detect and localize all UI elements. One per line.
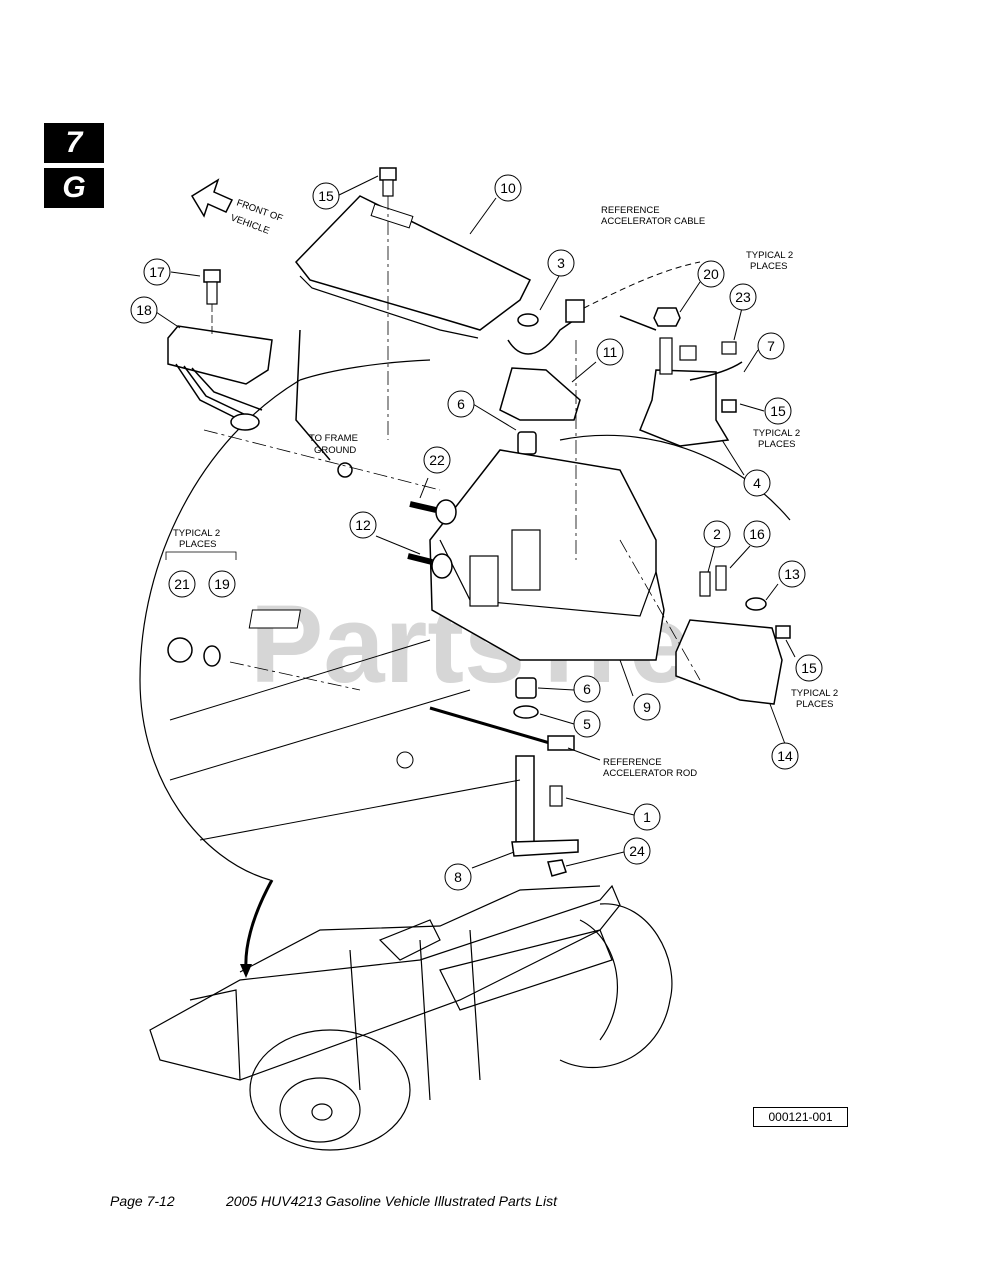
callout: 1 — [633, 803, 661, 831]
callout-number: 11 — [603, 344, 618, 360]
callout: 20 — [697, 260, 725, 288]
callout: 5 — [573, 710, 601, 738]
frame-ground-label: TO FRAME — [309, 433, 358, 444]
callout: 2 — [703, 520, 731, 548]
callout: 15 — [795, 654, 823, 682]
page-number: Page 7-12 — [110, 1193, 175, 1209]
callout: 17 — [143, 258, 171, 286]
callout-number: 23 — [735, 289, 751, 305]
document-title: 2005 HUV4213 Gasoline Vehicle Illustrate… — [226, 1193, 557, 1209]
callout: 18 — [130, 296, 158, 324]
callout-number: 21 — [174, 576, 190, 592]
callout: 9 — [633, 693, 661, 721]
sensor-part — [499, 367, 581, 421]
figure-number: 000121-001 — [753, 1107, 848, 1127]
typical-left-label: TYPICAL 2 — [173, 528, 220, 539]
reference-cable-label: REFERENCE — [601, 205, 660, 216]
callout-number: 2 — [713, 526, 721, 542]
tray-part — [429, 449, 665, 661]
detail-arrow — [244, 879, 274, 969]
chapter-tab: 7 — [44, 123, 104, 163]
reference-rod-label: REFERENCE — [603, 757, 662, 768]
callout-number: 16 — [749, 526, 765, 542]
callout-number: 20 — [703, 266, 719, 282]
callout-number: 15 — [770, 403, 786, 419]
callout: 6 — [447, 390, 475, 418]
typical-left-label: PLACES — [179, 539, 217, 550]
callout-number: 6 — [583, 681, 591, 697]
chapter-number: 7 — [65, 126, 83, 159]
typical-bottom-label: PLACES — [796, 699, 834, 710]
vehicle-chassis — [149, 884, 673, 1151]
callout-number: 12 — [355, 517, 371, 533]
callout-number: 10 — [500, 180, 516, 196]
typical-right-label: PLACES — [758, 439, 796, 450]
callout: 3 — [547, 249, 575, 277]
section-tab: G — [44, 168, 104, 208]
solenoid-part — [639, 369, 730, 447]
callout-number: 8 — [454, 869, 462, 885]
typical-bottom-label: TYPICAL 2 — [791, 688, 838, 699]
callout: 16 — [743, 520, 771, 548]
callout: 6 — [573, 675, 601, 703]
section-letter: G — [62, 171, 86, 204]
detail-circle-right — [559, 434, 791, 521]
callout-number: 3 — [557, 255, 565, 271]
callout-number: 14 — [777, 748, 793, 764]
callout: 7 — [757, 332, 785, 360]
callout-number: 15 — [318, 188, 334, 204]
typical-right-label: TYPICAL 2 — [753, 428, 800, 439]
typical-top-label: TYPICAL 2 — [746, 250, 793, 261]
callout-number: 24 — [629, 843, 645, 859]
callout: 8 — [444, 863, 472, 891]
callout: 13 — [778, 560, 806, 588]
callout: 23 — [729, 283, 757, 311]
frame-ground-label: GROUND — [314, 445, 356, 456]
callout-number: 7 — [767, 338, 775, 354]
callout: 4 — [743, 469, 771, 497]
callout-number: 18 — [136, 302, 152, 318]
callout: 14 — [771, 742, 799, 770]
callout: 15 — [764, 397, 792, 425]
callout-number: 6 — [457, 396, 465, 412]
callout-number: 17 — [149, 264, 165, 280]
callout: 10 — [494, 174, 522, 202]
callouts: 15 10 3 20 23 7 17 18 11 6 15 4 22 12 2 … — [130, 174, 823, 891]
callout: 21 — [168, 570, 196, 598]
callout: 12 — [349, 511, 377, 539]
callout-number: 5 — [583, 716, 591, 732]
callout-number: 1 — [643, 809, 651, 825]
callout-number: 22 — [429, 452, 445, 468]
callout-number: 9 — [643, 699, 651, 715]
fuse-block-part — [675, 619, 783, 705]
reference-rod-label: ACCELERATOR ROD — [603, 768, 697, 779]
callout-number: 4 — [753, 475, 761, 491]
callout: 24 — [623, 837, 651, 865]
callout: 11 — [596, 338, 624, 366]
callout: 15 — [312, 182, 340, 210]
callout-number: 15 — [801, 660, 817, 676]
callout: 22 — [423, 446, 451, 474]
reference-cable-label: ACCELERATOR CABLE — [601, 216, 705, 227]
callout-number: 13 — [784, 566, 800, 582]
callout-number: 19 — [214, 576, 230, 592]
typical-top-label: PLACES — [750, 261, 788, 272]
callout: 19 — [208, 570, 236, 598]
front-arrow-icon — [190, 178, 234, 218]
